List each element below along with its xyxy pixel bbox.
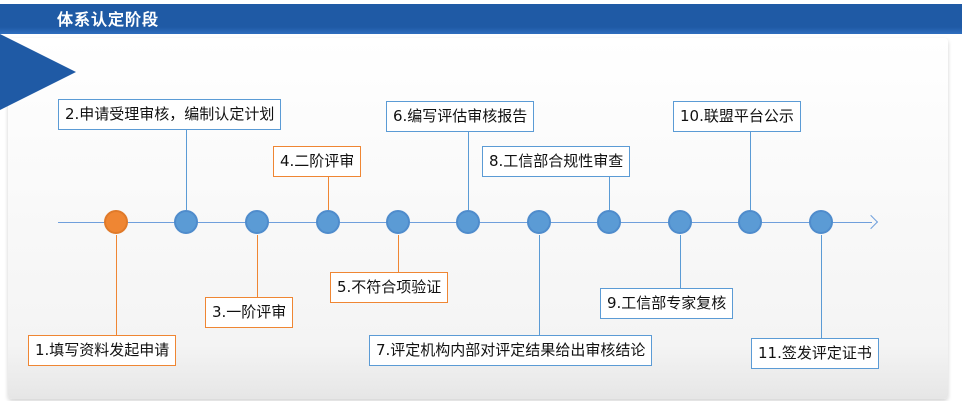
connector-step-5	[398, 235, 399, 272]
step-box-9: 9.工信部专家复核	[600, 288, 734, 319]
connector-step-2	[186, 130, 187, 210]
timeline-node-7	[527, 210, 551, 234]
step-box-2: 2.申请受理审核，编制认定计划	[58, 99, 282, 130]
step-box-6: 6.编写评估审核报告	[386, 101, 535, 132]
connector-step-4	[328, 177, 329, 210]
step-box-10: 10.联盟平台公示	[673, 101, 801, 132]
corner-triangle-decoration	[0, 34, 76, 110]
connector-step-8	[609, 177, 610, 210]
step-box-11: 11.签发评定证书	[751, 338, 879, 369]
timeline-node-1	[104, 210, 128, 234]
step-box-4: 4.二阶评审	[273, 146, 362, 177]
timeline-node-2	[174, 210, 198, 234]
step-box-3: 3.一阶评审	[205, 297, 294, 328]
connector-step-3	[257, 235, 258, 297]
step-box-7: 7.评定机构内部对评定结果给出审核结论	[369, 335, 653, 366]
header-bar	[0, 4, 962, 34]
connector-step-9	[680, 235, 681, 288]
page-title: 体系认定阶段	[57, 10, 160, 29]
timeline-node-5	[386, 210, 410, 234]
connector-step-7	[539, 235, 540, 335]
connector-step-11	[821, 235, 822, 338]
timeline-node-3	[245, 210, 269, 234]
timeline-node-10	[738, 210, 762, 234]
timeline-node-4	[316, 210, 340, 234]
connector-step-10	[750, 132, 751, 210]
timeline-node-9	[668, 210, 692, 234]
step-box-8: 8.工信部合规性审查	[482, 146, 631, 177]
step-box-1: 1.填写资料发起申请	[28, 335, 177, 366]
timeline-node-11	[809, 210, 833, 234]
connector-step-6	[468, 132, 469, 210]
connector-step-1	[116, 235, 117, 335]
timeline-node-6	[456, 210, 480, 234]
step-box-5: 5.不符合项验证	[330, 272, 449, 303]
timeline-node-8	[597, 210, 621, 234]
